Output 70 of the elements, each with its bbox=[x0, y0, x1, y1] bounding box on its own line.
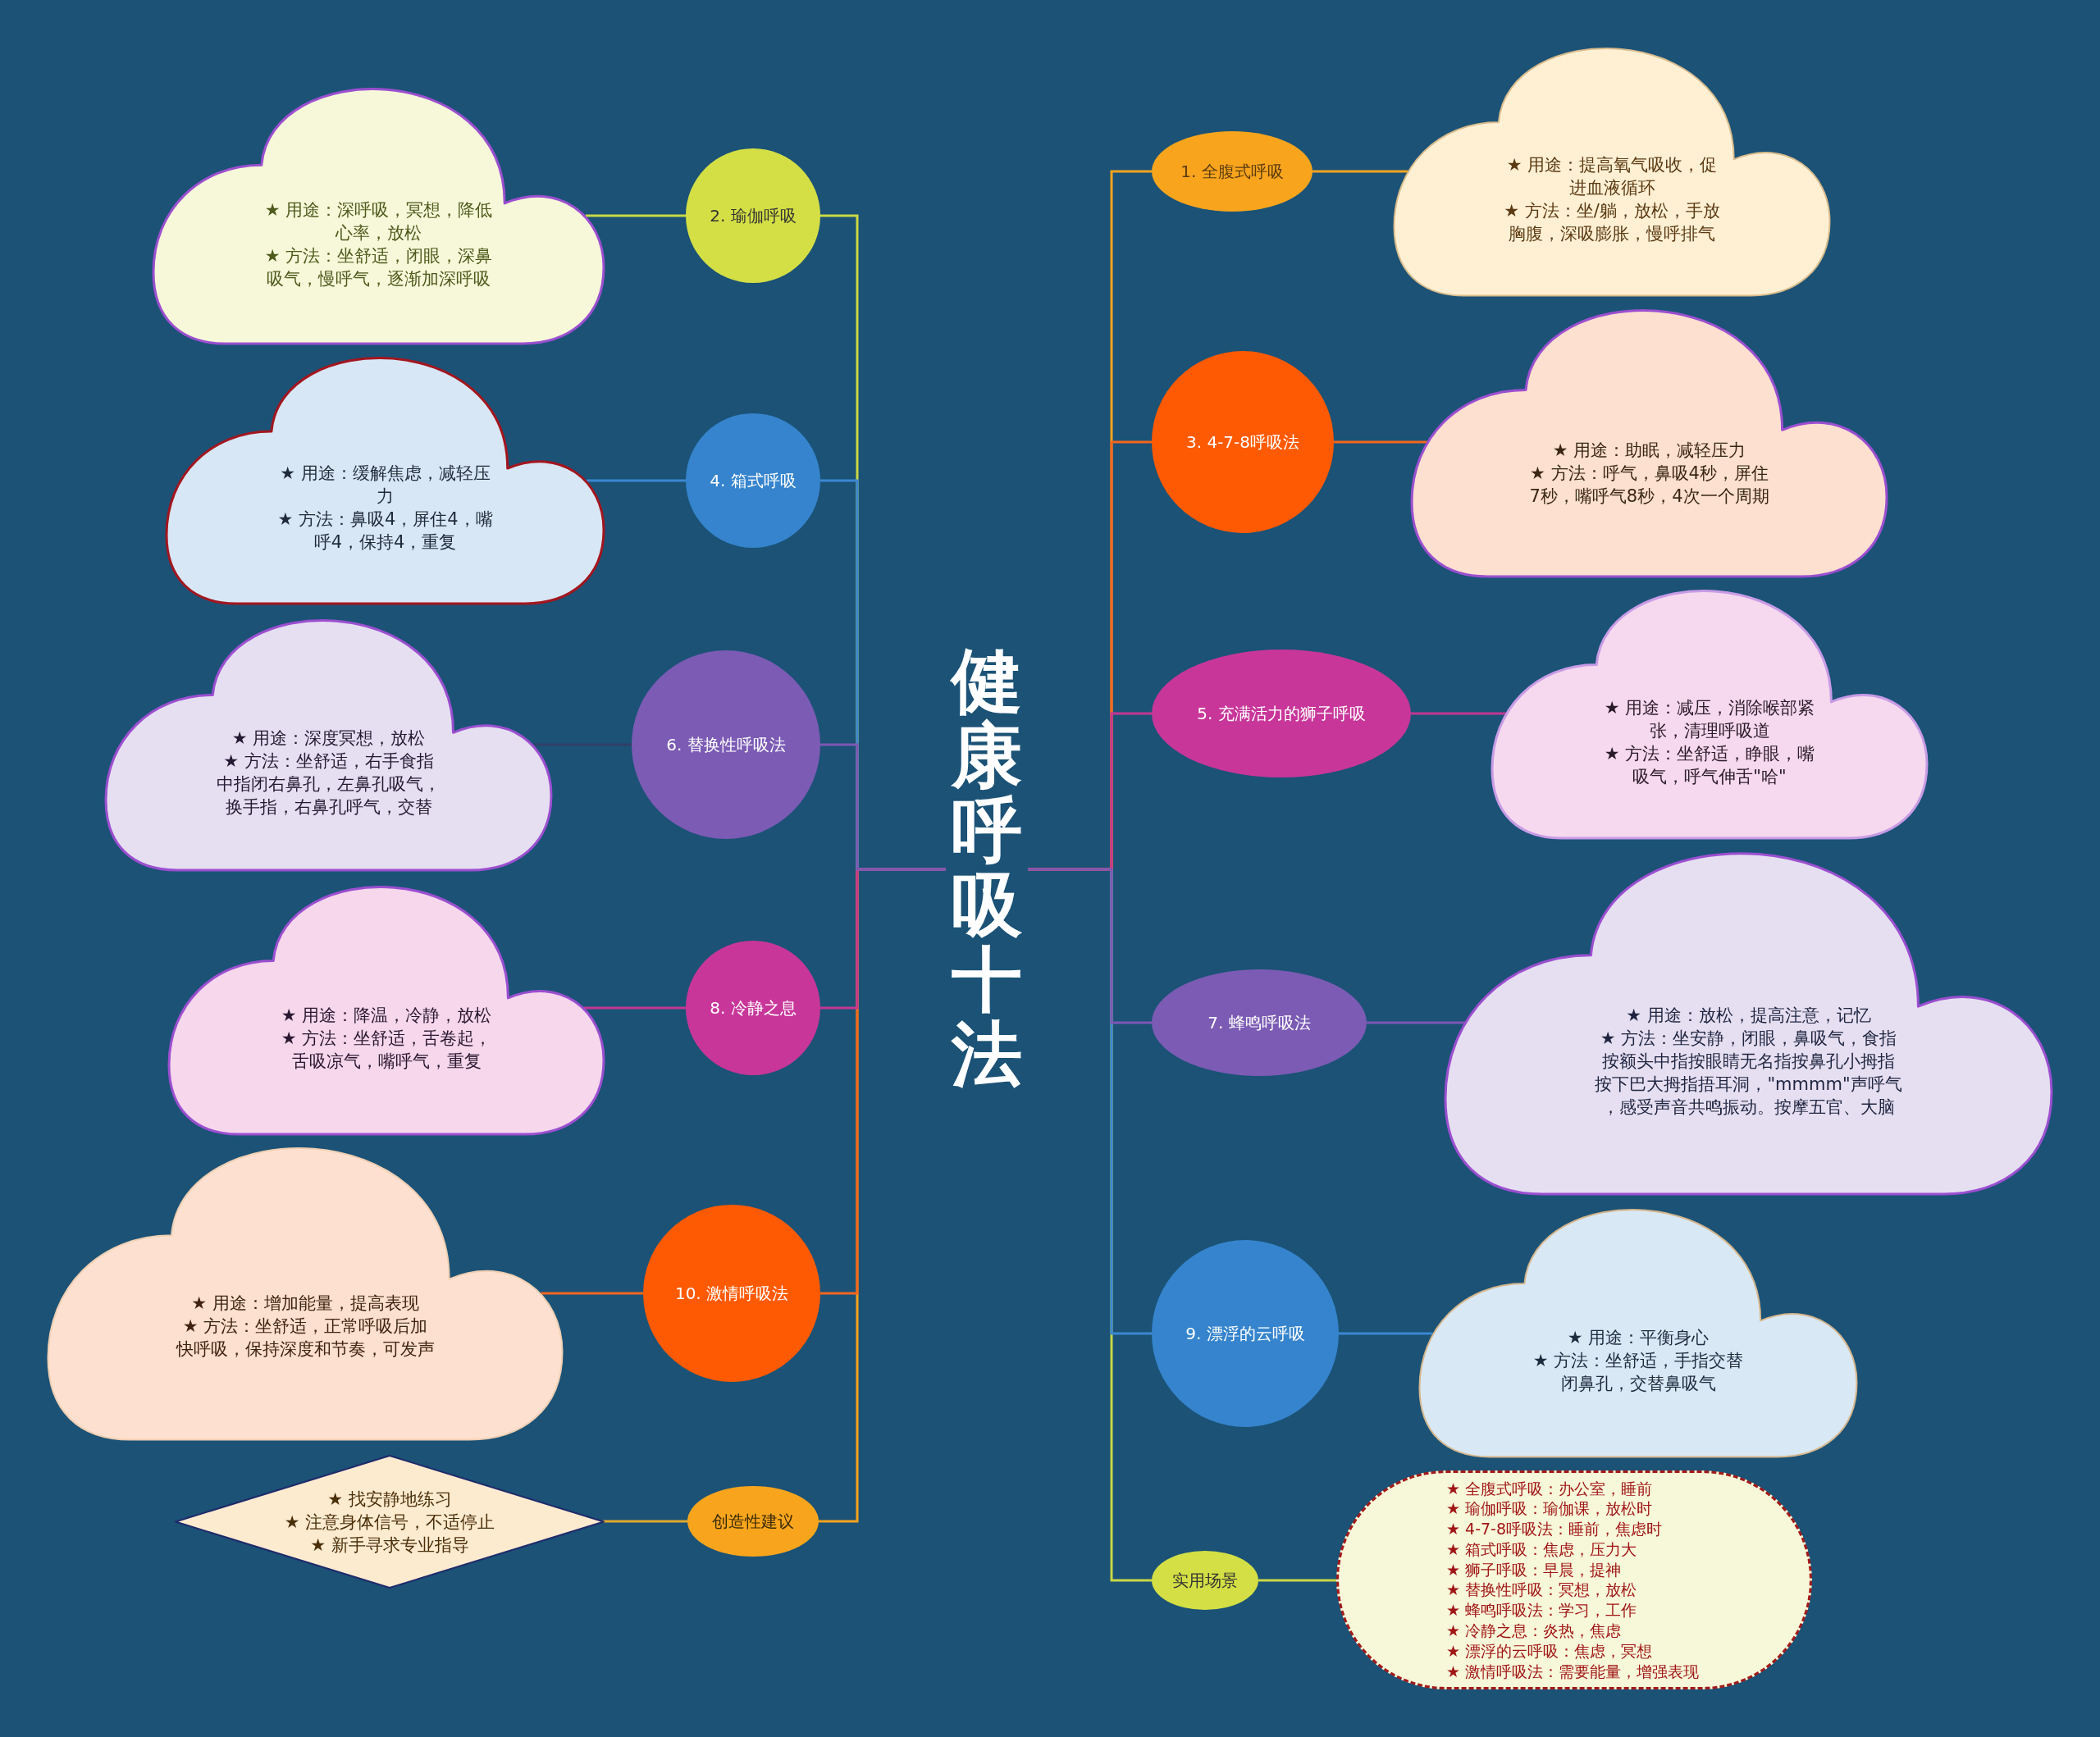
note-text: ★ 漂浮的云呼吸：焦虑，冥想 bbox=[1446, 1640, 1653, 1662]
cloud-shape bbox=[1410, 308, 1888, 578]
topic-circle: 3. 4-7-8呼吸法 bbox=[1152, 351, 1334, 533]
note-text: ★ 新手寻求专业指导 bbox=[310, 1534, 469, 1557]
note-text: ★ 注意身体信号，不适停止 bbox=[284, 1511, 495, 1534]
note-text: ★ 用途：平衡身心 bbox=[1567, 1327, 1710, 1350]
note-text: ★ 方法：坐/躺，放松，手放胸腹，深吸膨胀，慢呼排气 bbox=[1503, 200, 1721, 246]
central-title: 健康呼吸十法 bbox=[946, 643, 1028, 1091]
connector-line bbox=[1258, 1579, 1336, 1582]
cloud-shape bbox=[165, 356, 605, 605]
topic-circle: 10. 激情呼吸法 bbox=[643, 1205, 820, 1382]
note-text: ★ 冷静之息：炎热，焦虑 bbox=[1446, 1621, 1622, 1641]
diamond-shape bbox=[174, 1454, 605, 1589]
note-text: ★ 替换性呼吸：冥想，放松 bbox=[1446, 1580, 1637, 1601]
topic-ellipse: 5. 充满活力的狮子呼吸 bbox=[1152, 650, 1411, 777]
note-text: ★ 方法：坐舒适，舌卷起，舌吸凉气，嘴呼气，重复 bbox=[280, 1027, 493, 1073]
cloud-shape bbox=[1491, 589, 1929, 840]
note-text: ★ 用途：提高氧气吸收，促进血液循环 bbox=[1505, 154, 1719, 200]
note-text: ★ 用途：助眠，减轻压力 bbox=[1552, 439, 1746, 462]
connector-line bbox=[586, 479, 686, 482]
note-text: ★ 狮子呼吸：早晨，提神 bbox=[1446, 1559, 1622, 1580]
note-text: ★ 方法：坐舒适，右手食指中指闭右鼻孔，左鼻孔吸气，换手指，右鼻孔呼气，交替 bbox=[216, 750, 441, 819]
note-text: ★ 蜂鸣呼吸法：学习，工作 bbox=[1446, 1600, 1637, 1621]
note-text: ★ 找安静地练习 bbox=[327, 1488, 452, 1511]
cloud-shape bbox=[152, 87, 605, 345]
topic-circle: 9. 漂浮的云呼吸 bbox=[1152, 1240, 1339, 1427]
cloud-shape bbox=[1393, 47, 1831, 297]
note-text: ★ 用途：放松，提高注意，记忆 bbox=[1626, 1005, 1871, 1028]
topic-ellipse: 1. 全腹式呼吸 bbox=[1152, 131, 1312, 212]
cloud-shape bbox=[47, 1147, 564, 1441]
cloud-shape bbox=[1444, 851, 2053, 1196]
note-text: ★ 激情呼吸法：需要能量，增强表现 bbox=[1446, 1661, 1700, 1682]
topic-circle: 4. 箱式呼吸 bbox=[686, 413, 820, 548]
topic-circle: 6. 替换性呼吸法 bbox=[632, 650, 820, 839]
note-text: ★ 用途：增加能量，提高表现 bbox=[191, 1292, 419, 1315]
note-text: ★ 瑜伽呼吸：瑜伽课，放松时 bbox=[1446, 1498, 1653, 1520]
note-text: ★ 4-7-8呼吸法：睡前，焦虑时 bbox=[1446, 1519, 1663, 1539]
note-text: ★ 方法：呼气，鼻吸4秒，屏住7秒，嘴呼气8秒，4次一个周期 bbox=[1528, 462, 1770, 508]
cloud-shape bbox=[104, 618, 553, 872]
cloud-shape bbox=[1418, 1208, 1858, 1458]
note-text: ★ 用途：降温，冷静，放松 bbox=[281, 1004, 492, 1027]
connector-line bbox=[1028, 868, 1152, 1024]
note-text: ★ 用途：缓解焦虑，减轻压力 bbox=[279, 463, 491, 508]
connector-line bbox=[1312, 170, 1408, 173]
note-text: ★ 方法：坐舒适，睁眼，嘴吸气，呼气伸舌"哈" bbox=[1603, 742, 1816, 788]
topic-ellipse: 实用场景 bbox=[1152, 1551, 1258, 1610]
note-text: ★ 方法：坐舒适，闭眼，深鼻吸气，慢呼气，逐渐加深呼吸 bbox=[263, 245, 494, 291]
note-text: ★ 用途：深度冥想，放松 bbox=[231, 727, 426, 750]
connector-line bbox=[585, 214, 686, 217]
connector-line bbox=[541, 1292, 643, 1295]
connector-line bbox=[1339, 1332, 1433, 1335]
note-text: ★ 方法：坐舒适，手指交替闭鼻孔，交替鼻吸气 bbox=[1532, 1350, 1745, 1396]
topic-ellipse: 创造性建议 bbox=[687, 1486, 819, 1557]
cloud-shape bbox=[167, 885, 605, 1136]
note-text: ★ 方法：坐安静，闭眼，鼻吸气，食指按额头中指按眼睛无名指按鼻孔小拇指按下巴大拇指捂耳洞，"mmmm"声呼气，感受声音共鸣振动。按摩五官、大脑 bbox=[1594, 1028, 1903, 1119]
connector-line bbox=[1367, 1021, 1465, 1024]
note-text: ★ 箱式呼吸：焦虑，压力大 bbox=[1446, 1539, 1637, 1560]
connector-line bbox=[1411, 712, 1506, 715]
connector-line bbox=[584, 1006, 686, 1010]
note-text: ★ 全腹式呼吸：办公室，睡前 bbox=[1446, 1478, 1653, 1499]
note-text: ★ 方法：鼻吸4，屏住4，嘴呼4，保持4，重复 bbox=[276, 508, 494, 554]
connector-line bbox=[602, 1520, 687, 1523]
note-text: ★ 用途：深呼吸，冥想，降低心率，放松 bbox=[263, 199, 494, 245]
topic-circle: 2. 瑜伽呼吸 bbox=[686, 148, 820, 283]
note-text: ★ 方法：坐舒适，正常呼吸后加快呼吸，保持深度和节奏，可发声 bbox=[175, 1315, 436, 1361]
topic-ellipse: 7. 蜂鸣呼吸法 bbox=[1152, 969, 1367, 1076]
connector-line bbox=[820, 743, 946, 871]
topic-circle: 8. 冷静之息 bbox=[686, 941, 820, 1075]
connector-line bbox=[1334, 440, 1427, 444]
note-text: ★ 用途：减压，消除喉部紧张，清理呼吸道 bbox=[1603, 696, 1816, 742]
